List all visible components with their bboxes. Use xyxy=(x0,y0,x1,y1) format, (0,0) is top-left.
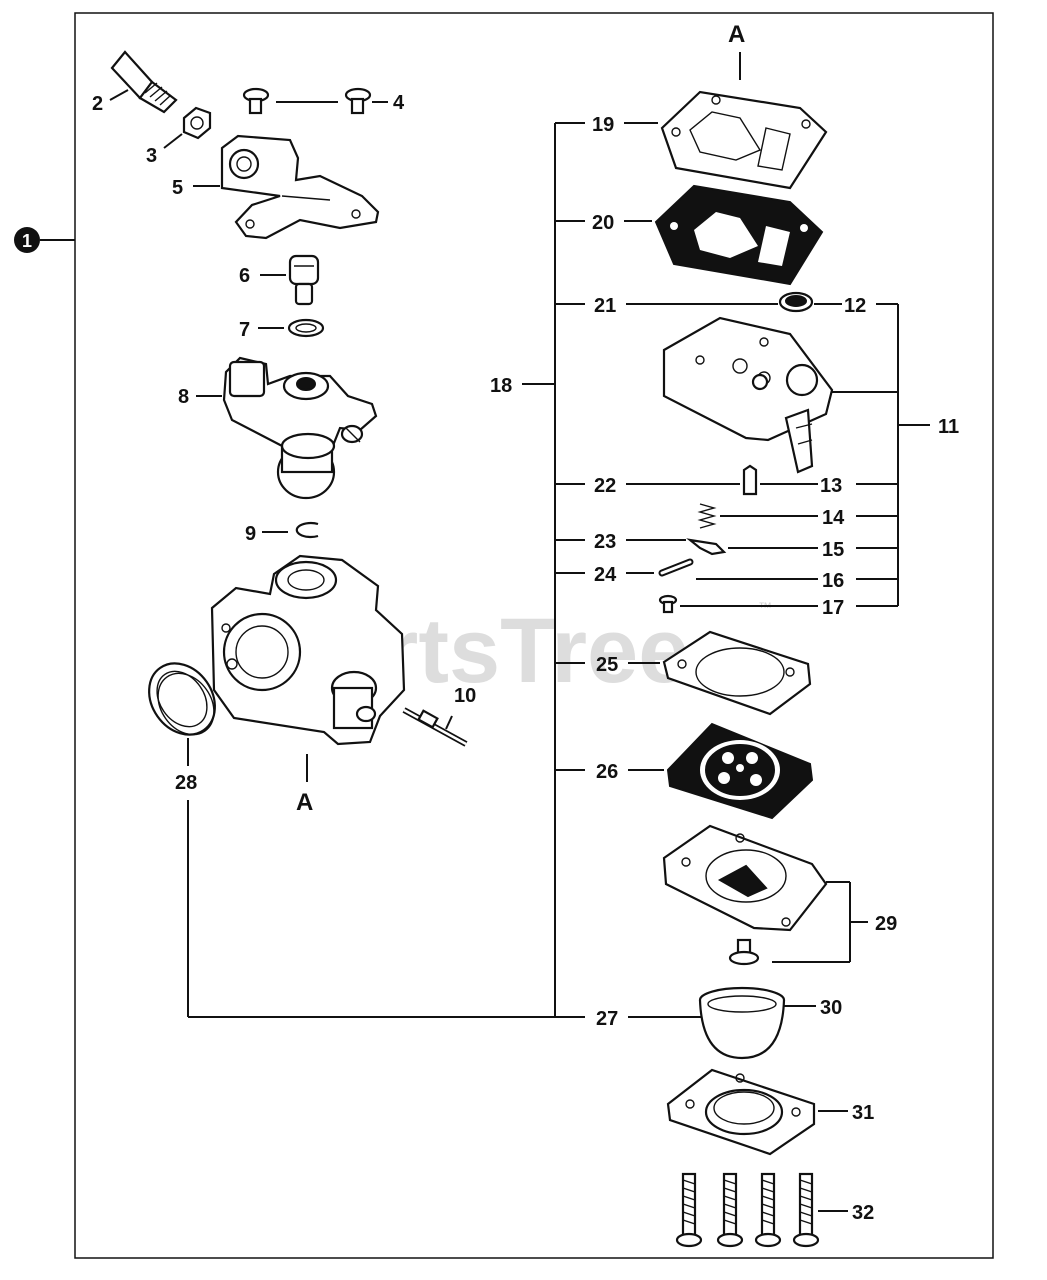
callout-24: 24 xyxy=(594,564,617,586)
callout-30: 30 xyxy=(820,997,842,1019)
part-16-pin[interactable] xyxy=(658,558,694,577)
part-6-throttle-shaft[interactable] xyxy=(288,254,320,306)
callout-11: 11 xyxy=(938,416,959,438)
part-19-gasket[interactable] xyxy=(660,90,828,190)
callout-16: 16 xyxy=(822,570,844,592)
part-15-metering-lever[interactable] xyxy=(686,538,727,556)
kit-bracket-18 xyxy=(188,122,585,1018)
callout-8: 8 xyxy=(178,386,189,408)
part-31-primer-cover[interactable] xyxy=(666,1068,816,1156)
svg-text:1: 1 xyxy=(22,231,32,251)
section-marker-a-top: A xyxy=(728,21,745,48)
callout-3: 3 xyxy=(146,145,157,167)
callout-22: 22 xyxy=(594,475,616,497)
part-20-diaphragm[interactable] xyxy=(654,184,824,286)
part-30-primer-bulb[interactable] xyxy=(698,986,786,1060)
part-26-pump-diaphragm[interactable] xyxy=(666,722,814,820)
callout-31: 31 xyxy=(852,1102,874,1124)
part-2-adjust-screw[interactable] xyxy=(110,50,178,114)
callout-26: 26 xyxy=(596,761,618,783)
callout-27: 27 xyxy=(596,1008,618,1030)
callout-14: 14 xyxy=(822,507,845,529)
callout-15: 15 xyxy=(822,539,844,561)
part-29-pump-cover[interactable] xyxy=(662,824,828,932)
carburetor-body[interactable] xyxy=(210,554,406,746)
part-32-screws[interactable] xyxy=(675,1172,820,1248)
part-9-e-clip[interactable] xyxy=(295,521,319,539)
callout-23: 23 xyxy=(594,531,616,553)
diagram-frame xyxy=(74,12,994,1259)
part-10-needle[interactable] xyxy=(402,707,468,747)
callout-9: 9 xyxy=(245,523,256,545)
kit-bracket-11 xyxy=(832,303,930,607)
callout-29: 29 xyxy=(875,913,897,935)
callout-28: 28 xyxy=(175,772,197,794)
callout-5: 5 xyxy=(172,177,183,199)
callout-2: 2 xyxy=(92,93,103,115)
part-7-washer[interactable] xyxy=(287,318,325,338)
callout-7: 7 xyxy=(239,319,250,341)
part-29-check-valve[interactable] xyxy=(728,938,760,966)
part-8-throttle-body[interactable] xyxy=(222,356,378,500)
callout-21: 21 xyxy=(594,295,616,317)
callout-17: 17 xyxy=(822,597,844,619)
callout-20: 20 xyxy=(592,212,614,234)
part-14-spring[interactable] xyxy=(697,503,717,529)
part-25-gasket[interactable] xyxy=(662,630,812,716)
callout-18: 18 xyxy=(490,375,512,397)
callout-12: 12 xyxy=(844,295,866,317)
part-4-screw-a[interactable] xyxy=(242,87,270,115)
callout-13: 13 xyxy=(820,475,842,497)
assembly-callout-1[interactable]: 1 xyxy=(14,227,75,253)
part-3-nut[interactable] xyxy=(182,106,212,140)
part-13-inlet-needle[interactable] xyxy=(742,464,758,496)
callout-4: 4 xyxy=(393,92,405,114)
part-12-screen-filter[interactable] xyxy=(778,291,814,313)
callout-19: 19 xyxy=(592,114,614,136)
pump-body[interactable] xyxy=(662,316,834,474)
callout-6: 6 xyxy=(239,265,250,287)
callout-25: 25 xyxy=(596,654,618,676)
part-17-screw[interactable] xyxy=(658,594,678,614)
kit-bracket-29 xyxy=(772,881,868,963)
callout-10: 10 xyxy=(454,685,476,707)
part-28-seal-ring[interactable] xyxy=(136,651,229,748)
part-5-throttle-bracket[interactable] xyxy=(220,134,380,240)
part-4-screw-b[interactable] xyxy=(344,87,372,115)
section-marker-a-bottom: A xyxy=(296,789,313,816)
callout-32: 32 xyxy=(852,1202,874,1224)
